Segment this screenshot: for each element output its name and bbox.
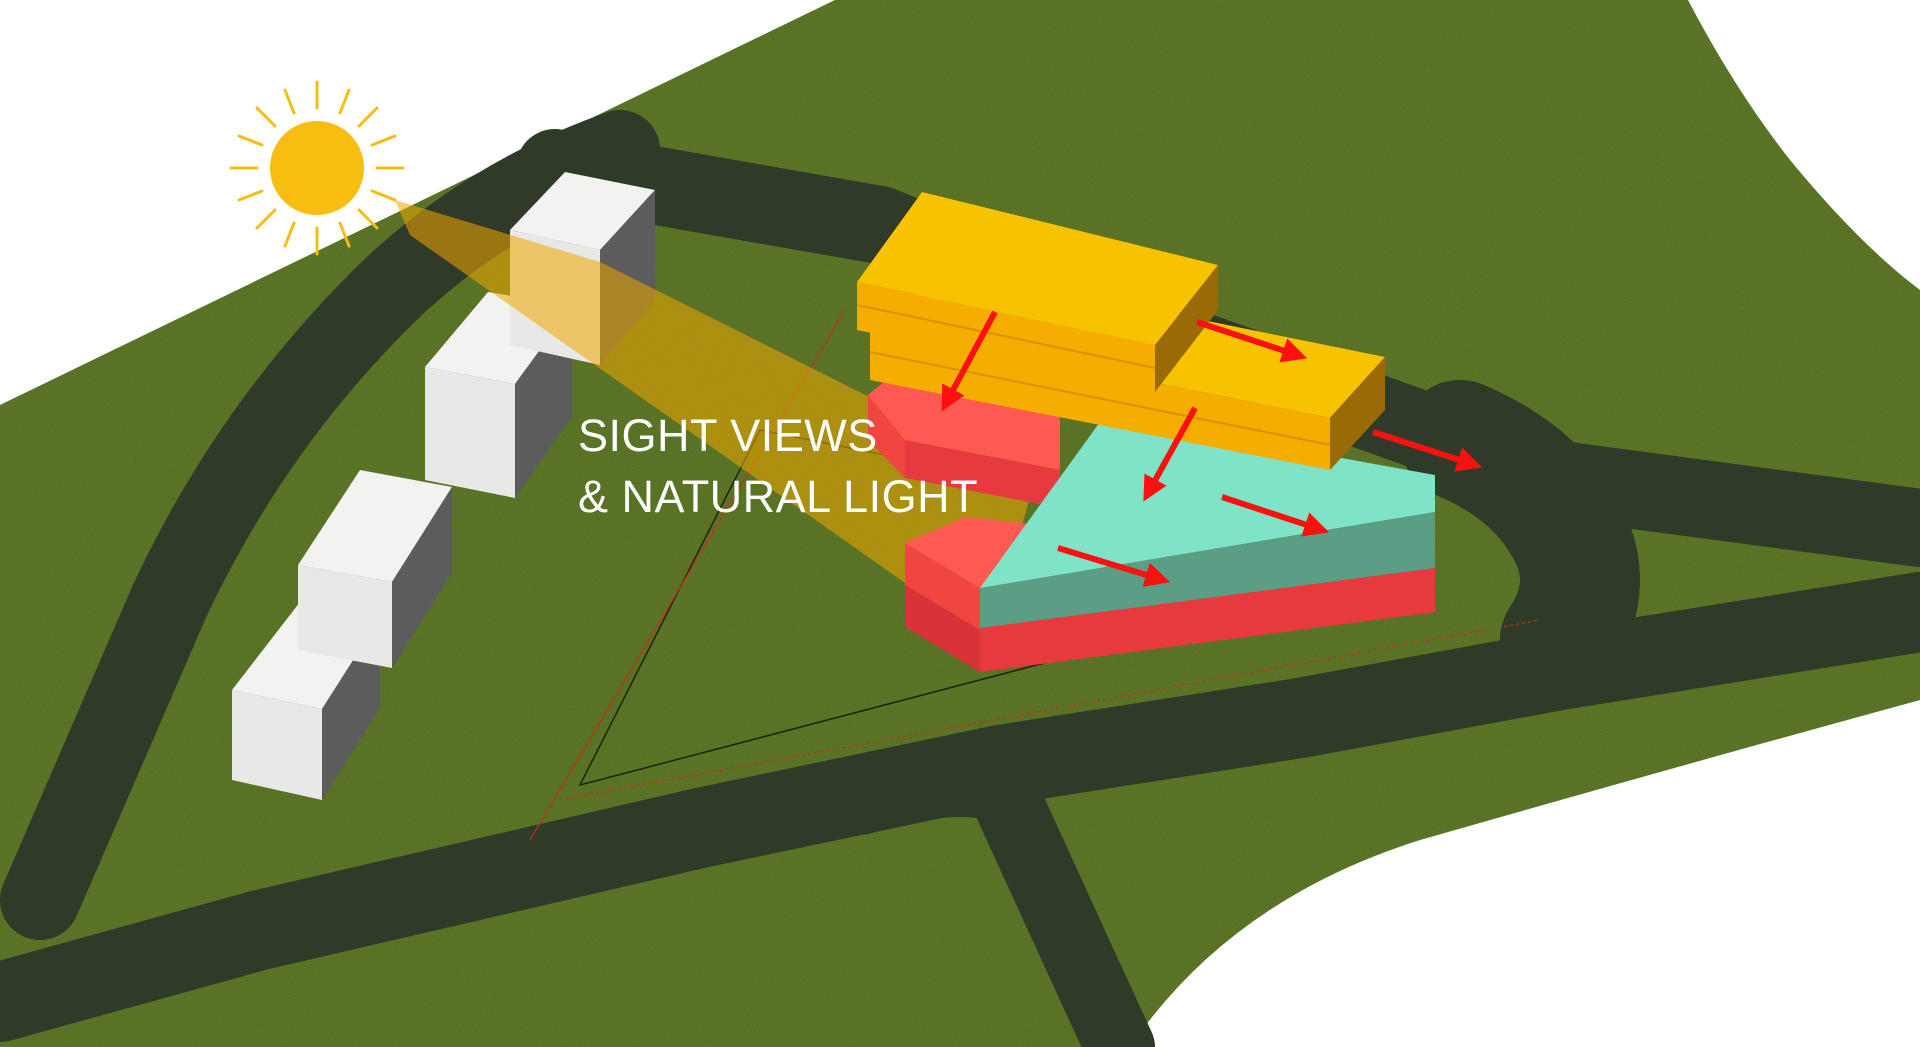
arrow-icon — [1221, 494, 1330, 537]
upper-block-top — [856, 192, 1218, 392]
road-fork-left — [825, 747, 1035, 835]
road-junction — [1400, 380, 1640, 700]
sun-icon — [229, 80, 405, 256]
annotation-line-1: SIGHT VIEWS — [578, 410, 878, 461]
view-arrows — [941, 310, 1483, 587]
annotation-label: SIGHT VIEWS & NATURAL LIGHT — [578, 410, 978, 522]
site-red-line-2 — [559, 619, 1541, 801]
neighbour-block-2 — [298, 470, 452, 668]
road-left — [0, 110, 660, 940]
road-branch — [965, 750, 1155, 1047]
podium-volume — [868, 365, 1060, 508]
arrow-icon — [1196, 319, 1308, 363]
arrow-icon — [1143, 406, 1198, 502]
light-beam — [395, 200, 1035, 590]
annotation-line-2: & NATURAL LIGHT — [578, 471, 978, 522]
arrow-icon — [1372, 429, 1483, 472]
proposed-building — [856, 192, 1435, 672]
arrow-icon — [941, 310, 998, 412]
arrow-icon — [1057, 545, 1171, 587]
